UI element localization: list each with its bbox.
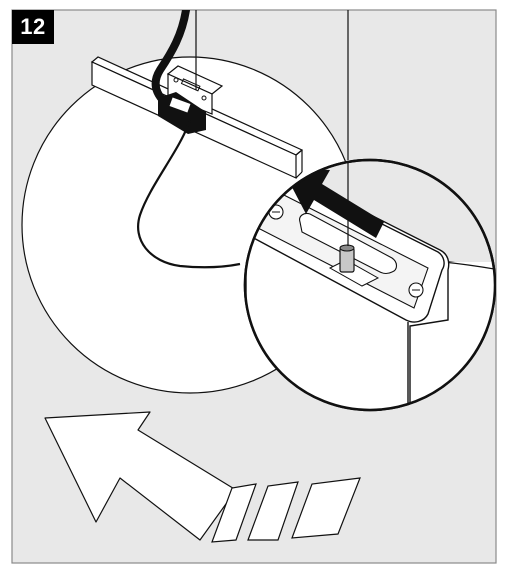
step-number-badge: 12 (12, 10, 54, 44)
curved-arrow-icon (44, 411, 361, 543)
cable-clamp (158, 92, 206, 134)
push-arrow-icon (282, 168, 384, 238)
thin-cable (137, 119, 241, 269)
cable-connector (166, 65, 224, 115)
wire-clamp (328, 244, 380, 287)
